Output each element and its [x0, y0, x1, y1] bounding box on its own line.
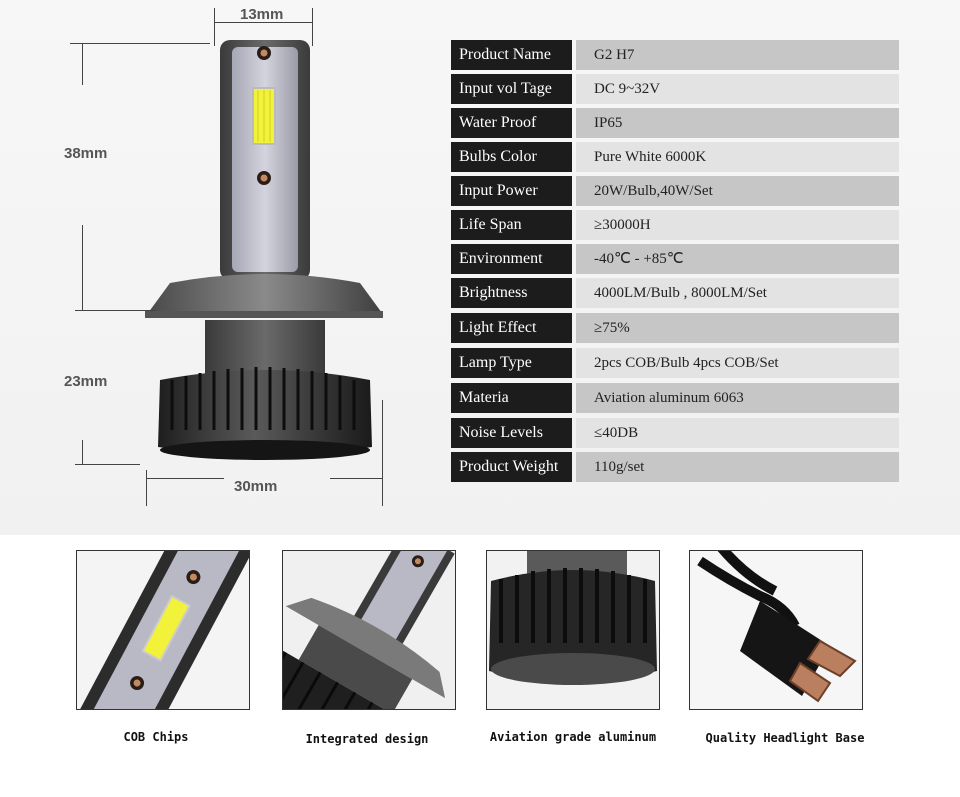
spec-value: Pure White 6000K: [576, 142, 899, 172]
neck-width-line-top: [214, 22, 312, 23]
spec-label: Product Name: [451, 40, 572, 70]
spec-label: Life Span: [451, 210, 572, 240]
feature-integrated-design: [282, 550, 456, 710]
spec-value: 20W/Bulb,40W/Set: [576, 176, 899, 206]
base-height-tick-bottom: [75, 464, 140, 465]
spec-label: Input vol Tage: [451, 74, 572, 104]
spec-label: Water Proof: [451, 108, 572, 138]
spec-label: Light Effect: [451, 313, 572, 343]
chip-height-tick-top: [70, 43, 210, 44]
base-width-line-a: [146, 478, 224, 479]
spec-value: -40℃ - +85℃: [576, 244, 899, 274]
spec-row-noise-levels: Noise Levels ≤40DB: [451, 418, 899, 448]
neck-width-line-right: [312, 8, 313, 46]
spec-row-bulbs-color: Bulbs Color Pure White 6000K: [451, 142, 899, 172]
feature-caption-aviation-aluminum: Aviation grade aluminum: [489, 730, 657, 744]
spec-row-lamp-type: Lamp Type 2pcs COB/Bulb 4pcs COB/Set: [451, 348, 899, 378]
base-height-line: [82, 440, 83, 464]
chip-height-tick-bottom: [75, 310, 155, 311]
spec-value: 2pcs COB/Bulb 4pcs COB/Set: [576, 348, 899, 378]
spec-label: Input Power: [451, 176, 572, 206]
spec-value: 110g/set: [576, 452, 899, 482]
base-width-label: 30mm: [234, 478, 278, 495]
heatsink-icon: [487, 551, 659, 709]
neck-width-label: 13mm: [240, 6, 284, 23]
spec-label: Product Weight: [451, 452, 572, 482]
spec-label: Noise Levels: [451, 418, 572, 448]
h7-plug-icon: [690, 551, 862, 709]
chip-height-label: 38mm: [64, 145, 108, 162]
spec-label: Environment: [451, 244, 572, 274]
spec-row-input-voltage: Input vol Tage DC 9~32V: [451, 74, 899, 104]
spec-row-brightness: Brightness 4000LM/Bulb , 8000LM/Set: [451, 278, 899, 308]
spec-value: ≥30000H: [576, 210, 899, 240]
spec-row-input-power: Input Power 20W/Bulb,40W/Set: [451, 176, 899, 206]
spec-value: IP65: [576, 108, 899, 138]
spec-label: Brightness: [451, 278, 572, 308]
feature-caption-integrated-design: Integrated design: [305, 732, 429, 746]
spec-value: DC 9~32V: [576, 74, 899, 104]
feature-cob-chips: [76, 550, 250, 710]
spec-value: Aviation aluminum 6063: [576, 383, 899, 413]
base-height-label: 23mm: [64, 373, 108, 390]
chip-height-line-upper: [82, 43, 83, 85]
feature-caption-headlight-base: Quality Headlight Base: [705, 731, 865, 745]
spec-row-materia: Materia Aviation aluminum 6063: [451, 383, 899, 413]
neck-width-line-left: [214, 8, 215, 46]
spec-row-light-effect: Light Effect ≥75%: [451, 313, 899, 343]
feature-aviation-aluminum: [486, 550, 660, 710]
spec-value: G2 H7: [576, 40, 899, 70]
feature-headlight-base: [689, 550, 863, 710]
spec-row-product-name: Product Name G2 H7: [451, 40, 899, 70]
spec-row-life-span: Life Span ≥30000H: [451, 210, 899, 240]
base-width-line-right: [382, 400, 383, 506]
cob-chip-icon: [77, 551, 249, 709]
feature-caption-cob-chips: COB Chips: [123, 730, 189, 744]
spec-label: Bulbs Color: [451, 142, 572, 172]
base-width-line-left: [146, 470, 147, 506]
spec-row-environment: Environment -40℃ - +85℃: [451, 244, 899, 274]
spec-row-product-weight: Product Weight 110g/set: [451, 452, 899, 482]
spec-value: ≥75%: [576, 313, 899, 343]
spec-row-water-proof: Water Proof IP65: [451, 108, 899, 138]
led-bulb-illustration: [145, 40, 383, 460]
spec-value: 4000LM/Bulb , 8000LM/Set: [576, 278, 899, 308]
base-width-line-b: [330, 478, 382, 479]
spec-label: Materia: [451, 383, 572, 413]
spec-label: Lamp Type: [451, 348, 572, 378]
spec-value: ≤40DB: [576, 418, 899, 448]
bulb-neck-icon: [283, 551, 455, 709]
chip-height-line-lower: [82, 225, 83, 311]
